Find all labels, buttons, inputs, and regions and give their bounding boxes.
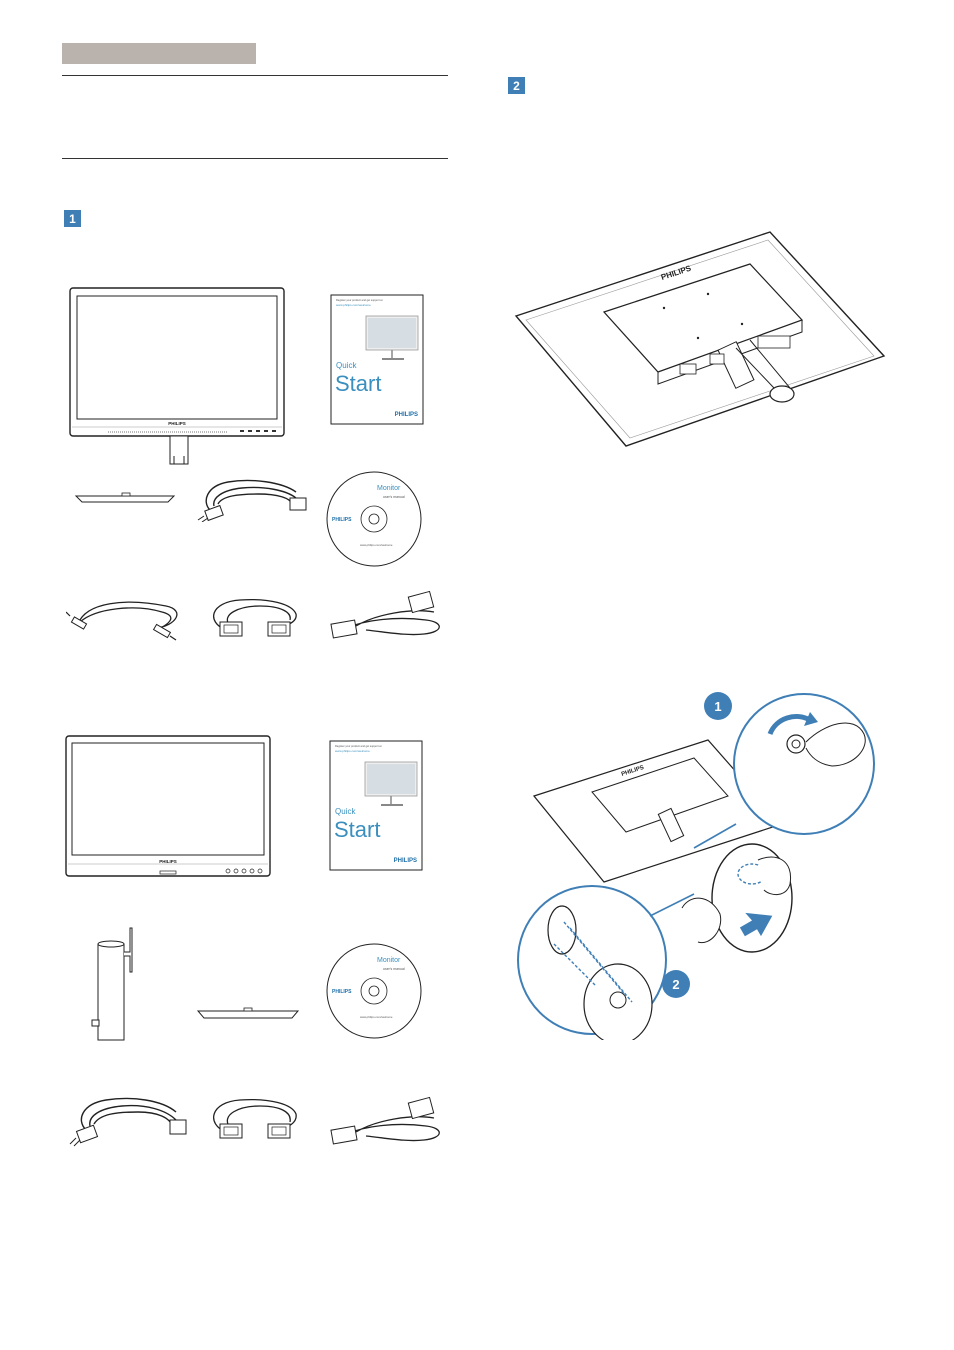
- quick-start-booklet-2: Register your product and get support at…: [329, 740, 423, 871]
- cd2-brand: PHILIPS: [332, 989, 352, 995]
- section-header-bar: [62, 43, 256, 64]
- dvi-cable-illustration: [330, 590, 440, 639]
- qs-line2: Start: [335, 371, 381, 396]
- user-manual-cd: Monitor user's manual PHILIPS www.philip…: [326, 471, 422, 567]
- qs2-line1: Quick: [335, 807, 356, 816]
- qs-top-note: Register your product and get support at: [336, 298, 383, 302]
- cd-title: Monitor: [377, 485, 401, 492]
- cd2-subtitle: user's manual: [383, 967, 405, 971]
- qs2-url: www.philips.com/welcome: [335, 749, 370, 753]
- qs2-line2: Start: [334, 817, 380, 842]
- cd2-title: Monitor: [377, 957, 401, 964]
- cd-subtitle: user's manual: [383, 495, 405, 499]
- stand-base-illustration-2: [196, 1007, 300, 1019]
- vga-cable-illustration-2: [213, 1098, 297, 1139]
- stand-base-illustration: [74, 492, 176, 503]
- power-cord-illustration-2: [69, 1097, 187, 1147]
- monitor-front-illustration: PHILIPS: [69, 287, 285, 465]
- quick-start-booklet: Register your product and get support at…: [330, 294, 424, 425]
- top-rule: [62, 75, 448, 76]
- qs-line1: Quick: [336, 361, 357, 370]
- audio-cable-illustration: [66, 601, 178, 641]
- attach-base-illustration: PHILIPS 1 2: [517, 692, 875, 1040]
- vga-cable-illustration: [213, 598, 297, 637]
- qs2-top-note: Register your product and get support at: [335, 744, 382, 748]
- cd-url: www.philips.com/welcome: [360, 543, 393, 547]
- qs2-brand: PHILIPS: [394, 858, 417, 864]
- callout-1: 1: [714, 699, 721, 714]
- monitor-back-with-column-illustration: PHILIPS: [514, 231, 886, 447]
- user-manual-cd-2: Monitor user's manual PHILIPS www.philip…: [326, 943, 422, 1039]
- step-badge-1: 1: [64, 210, 81, 227]
- monitor-brand: PHILIPS: [168, 421, 186, 426]
- dvi-cable-illustration-2: [330, 1096, 440, 1145]
- bottom-rule: [62, 158, 448, 159]
- stand-column-illustration: [91, 927, 133, 1041]
- callout-2: 2: [672, 977, 679, 992]
- power-cord-illustration: [197, 479, 307, 522]
- qs-url: www.philips.com/welcome: [336, 303, 371, 307]
- cd2-url: www.philips.com/welcome: [360, 1015, 393, 1019]
- qs-brand: PHILIPS: [395, 412, 418, 418]
- cd-brand: PHILIPS: [332, 517, 352, 523]
- step-badge-2: 2: [508, 77, 525, 94]
- monitor-brand-2: PHILIPS: [159, 859, 177, 864]
- monitor-front-illustration-2: PHILIPS: [65, 735, 271, 877]
